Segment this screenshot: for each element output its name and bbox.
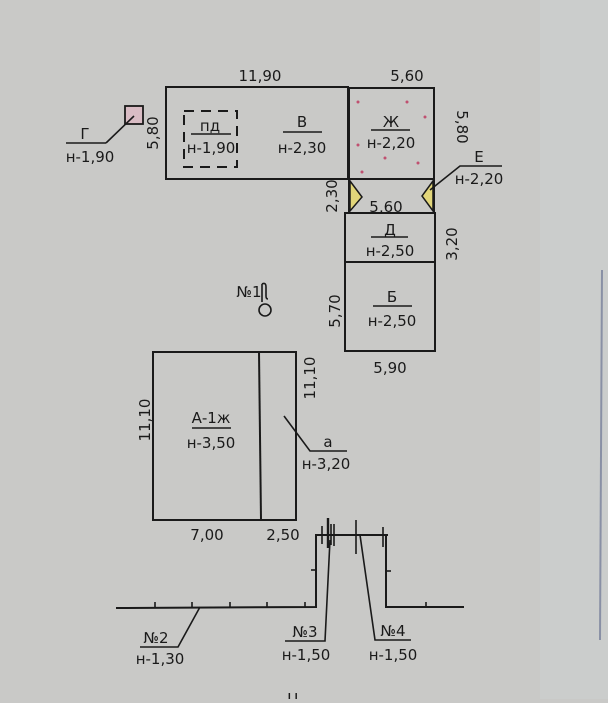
building-a: А-1ж н-3,50 а н-3,20 [152, 351, 351, 521]
well-1-label: №1 [236, 283, 261, 301]
dim-a-left: 11,10 [136, 399, 154, 442]
fence-2-height: н-1,30 [136, 650, 185, 668]
dim-b-left: 5,70 [326, 294, 344, 327]
building-pd-dashed-outline [183, 110, 238, 168]
dim-d-right: 3,20 [443, 227, 461, 260]
porch-step-right [421, 178, 434, 214]
building-d: Д н-2,50 [344, 212, 436, 263]
extension-a-letter: а [323, 433, 332, 451]
gate-3-leader [285, 539, 331, 642]
structure-e-leader [429, 165, 502, 191]
extension-a-leader [283, 415, 347, 452]
speckle [405, 100, 409, 104]
fence-line-right [385, 535, 464, 608]
building-a-partition [258, 351, 262, 521]
dim-a-right: 11,10 [301, 357, 319, 400]
fence-2-leader [140, 606, 201, 648]
porch-step-left [349, 178, 363, 214]
dim-a-bottom: 7,00 [190, 526, 223, 544]
building-d-letter: Д [384, 221, 396, 239]
building-zh-height: н-2,20 [367, 134, 416, 152]
fence: №2 н-1,30 №3 н-1,50 №4 н-1,50 [115, 518, 464, 668]
building-d-height: н-2,50 [366, 242, 415, 260]
speckle [423, 115, 427, 119]
gate-4-leader [359, 534, 411, 641]
gate-4-height: н-1,50 [369, 646, 418, 664]
well-icon-circle [258, 303, 272, 317]
speckle [360, 170, 364, 174]
structure-g: Г н-1,90 [66, 105, 144, 166]
gate-3-label: №3 [292, 623, 317, 641]
dim-v-left: 5,80 [144, 116, 162, 149]
speckle [416, 161, 420, 165]
building-a-height: н-3,50 [187, 434, 236, 452]
building-zh-letter: Ж [383, 113, 399, 131]
paper-right-edge [540, 0, 608, 699]
paper-edge-line [599, 269, 603, 641]
dim-a-ext-bottom: 2,50 [266, 526, 299, 544]
well-1: №1 [236, 282, 272, 317]
extension-a-height: н-3,20 [302, 455, 351, 473]
building-b: Б н-2,50 [344, 261, 436, 352]
building-zh: Ж н-2,20 [348, 87, 435, 180]
dim-porch-left: 2,30 [323, 179, 341, 212]
building-a-outline [152, 351, 297, 521]
building-b-outline [344, 261, 436, 352]
dim-zh-top: 5,60 [390, 67, 423, 85]
building-v-height: н-2,30 [278, 139, 327, 157]
dim-b-bottom: 5,90 [373, 359, 406, 377]
speckle [356, 143, 360, 147]
building-b-letter: Б [387, 288, 397, 306]
gate-3-height: н-1,50 [282, 646, 331, 664]
building-b-height: н-2,50 [368, 312, 417, 330]
building-pd-height: н-1,90 [187, 139, 236, 157]
dim-porch-bottom: 5,60 [369, 198, 402, 216]
dim-zh-right: 5,80 [453, 110, 471, 143]
structure-g-leader [105, 115, 135, 144]
building-v: пд н-1,90 В н-2,30 [165, 86, 349, 180]
well-icon-hook [261, 282, 269, 302]
structure-g-letter: Г [80, 125, 89, 143]
fence-2-label: №2 [143, 629, 168, 647]
building-a-letter: А-1ж [192, 409, 231, 427]
speckle [356, 100, 360, 104]
building-v-letter: В [297, 113, 307, 131]
dim-v-top: 11,90 [239, 67, 282, 85]
structure-g-height: н-1,90 [66, 148, 115, 166]
speckle [383, 156, 387, 160]
building-pd-letter: пд [200, 117, 220, 135]
bottom-partial-text: Ц [287, 690, 299, 699]
structure-e-height: н-2,20 [455, 170, 504, 188]
structure-e-letter: Е [474, 148, 483, 166]
fence-line-left [115, 534, 388, 609]
gate-4-label: №4 [380, 622, 405, 640]
structure-e: Е н-2,20 [429, 148, 504, 191]
